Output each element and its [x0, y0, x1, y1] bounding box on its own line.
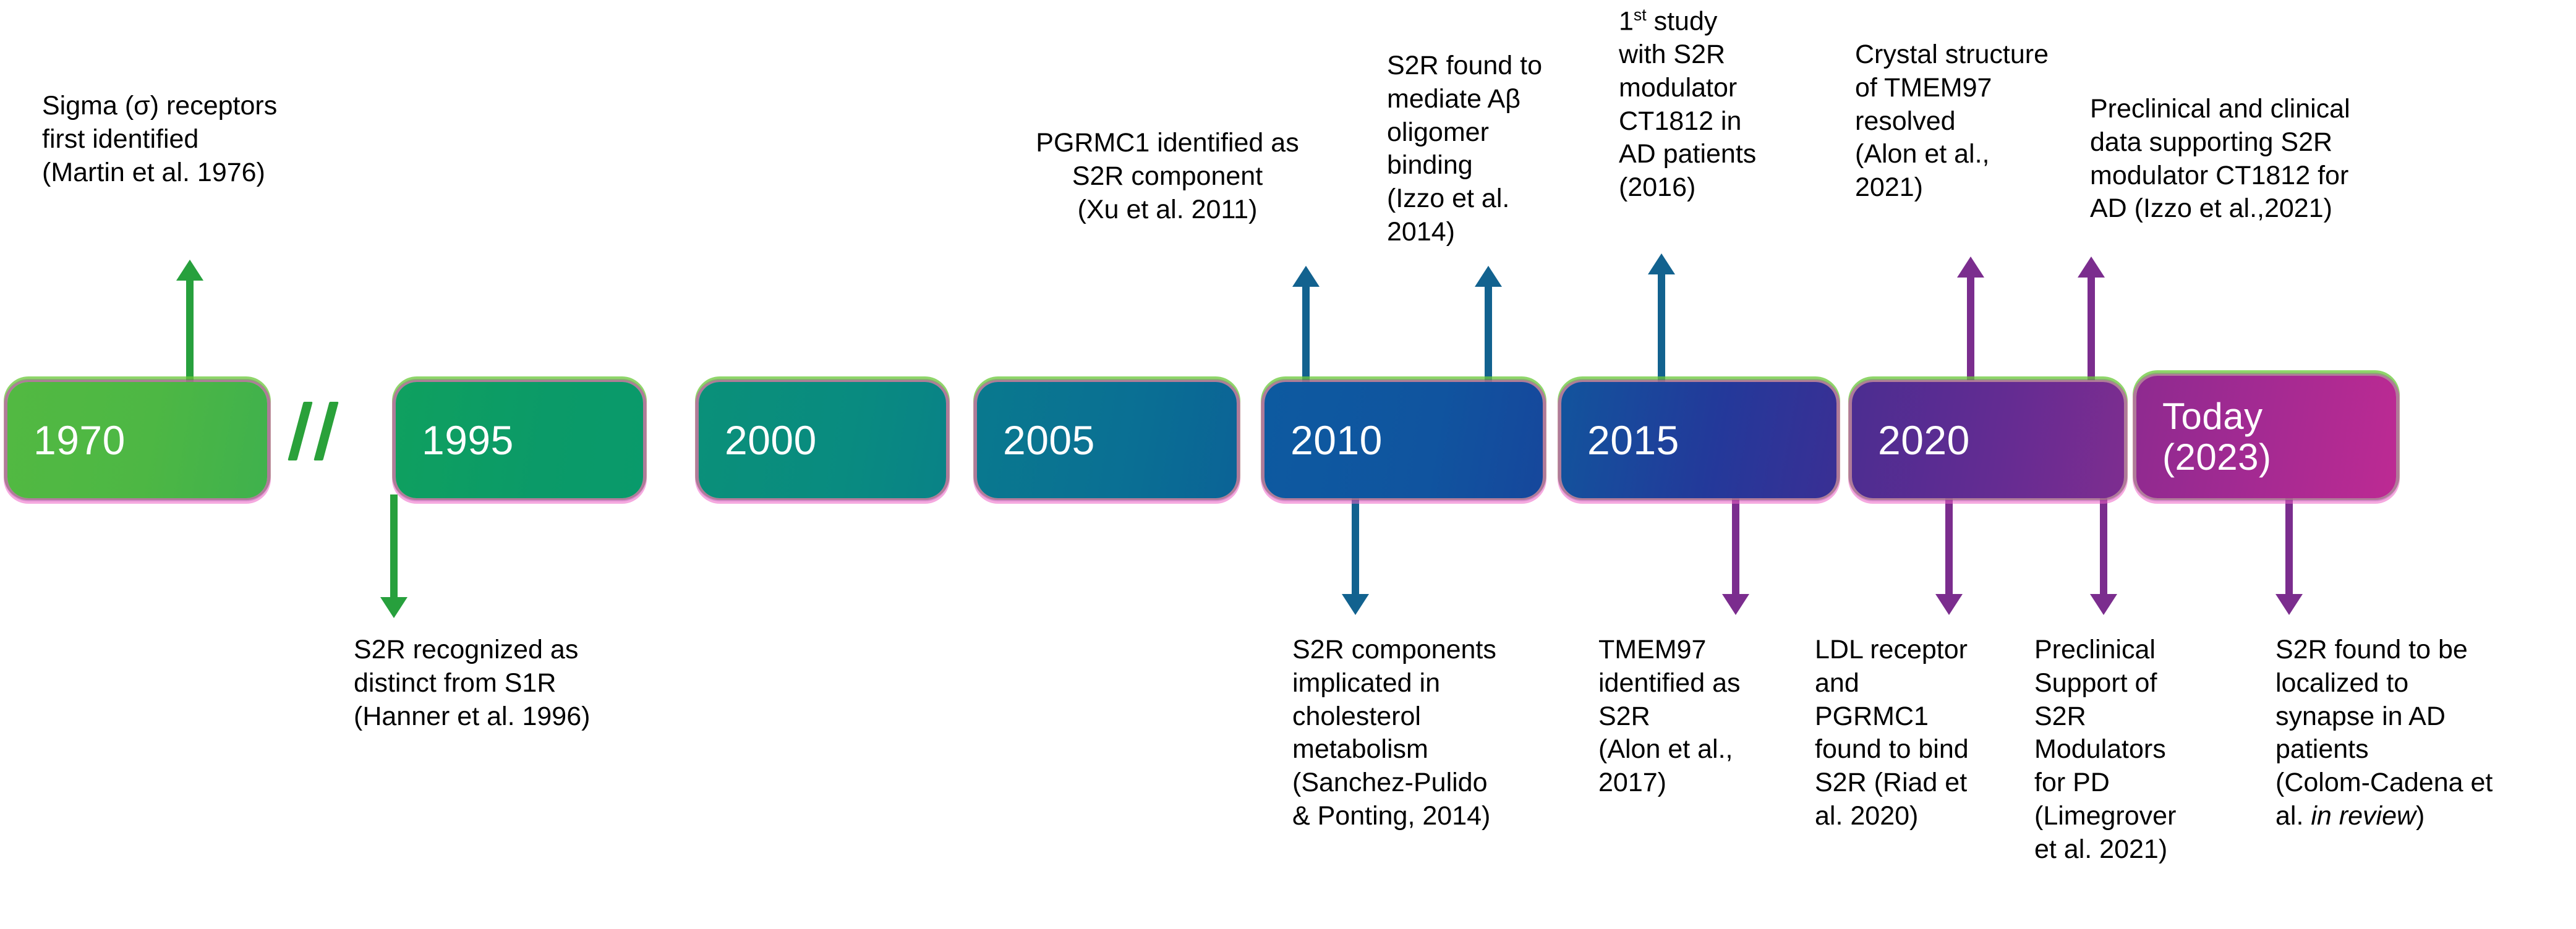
arrow-down-in-review [2275, 494, 2303, 615]
timeline-box-label: 2010 [1290, 417, 1383, 463]
arrow-down-2021-pd [2090, 491, 2117, 615]
arrow-up-2011 [1292, 266, 1320, 383]
note-martin-1976: Sigma (σ) receptors first identified (Ma… [42, 91, 278, 187]
timeline-box-label: 2000 [725, 417, 817, 463]
note-colom-cadena-in-review: S2R found to be localized to synapse in … [2275, 634, 2576, 833]
timeline-box-2000[interactable]: 2000 [699, 382, 946, 498]
note-body: S2R found to be localized to synapse in … [2275, 635, 2493, 831]
note-tail: ) [2416, 800, 2425, 831]
note-ordinal: 1 [1619, 6, 1634, 36]
arrow-down-2017 [1722, 488, 1749, 615]
arrow-down-2020 [1935, 491, 1963, 615]
note-body: study with S2R modulator CT1812 in AD pa… [1619, 6, 1757, 203]
note-first-study-2016: 1st study with S2R modulator CT1812 in A… [1619, 5, 1829, 205]
note-ordinal-suffix: st [1633, 6, 1647, 24]
note-xu-2011: PGRMC1 identified as S2R component (Xu e… [1036, 128, 1299, 224]
timeline-box-label: 2015 [1587, 417, 1679, 463]
note-alon-2021-crystal: Crystal structure of TMEM97 resolved (Al… [1855, 40, 2049, 202]
arrow-up-2021-crystal [1957, 257, 1984, 380]
timeline-box-label: 1970 [33, 417, 126, 463]
timeline-box-today[interactable]: Today (2023) [2136, 376, 2396, 498]
timeline-box-2005[interactable]: 2005 [977, 382, 1237, 498]
arrow-up-2021-clinical [2078, 257, 2105, 380]
note-alon-2017: TMEM97 identified as S2R (Alon et al., 2… [1598, 635, 1741, 797]
timeline-box-label: 2005 [1003, 417, 1095, 463]
arrow-up-1970 [176, 260, 203, 383]
note-limegrover-2021: Preclinical Support of S2R Modulators fo… [2034, 635, 2177, 864]
arrow-down-2014 [1342, 491, 1369, 615]
timeline-box-1995[interactable]: 1995 [396, 382, 643, 498]
note-sanchez-pulido-2014: S2R components implicated in cholesterol… [1292, 635, 1496, 831]
note-hanner-1996: S2R recognized as distinct from S1R (Han… [354, 635, 591, 731]
timeline-box-label: Today (2023) [2162, 396, 2272, 478]
note-izzo-2021-clinical: Preclinical and clinical data supporting… [2090, 94, 2350, 224]
note-riad-2020: LDL receptor and PGRMC1 found to bind S2… [1815, 635, 1969, 831]
arrow-up-2016 [1648, 253, 1675, 383]
timeline-box-2015[interactable]: 2015 [1561, 382, 1836, 498]
timeline-box-2020[interactable]: 2020 [1852, 382, 2124, 498]
timeline-break-icon [288, 402, 357, 470]
timeline-box-1970[interactable]: 1970 [7, 382, 267, 498]
timeline-box-label: 1995 [422, 417, 514, 463]
note-izzo-2014: S2R found to mediate Aβ oligomer binding… [1387, 51, 1543, 247]
timeline-box-2010[interactable]: 2010 [1265, 382, 1543, 498]
arrow-down-1995 [380, 494, 407, 618]
timeline-box-label: 2020 [1878, 417, 1970, 463]
note-italic-phrase: in review [2311, 800, 2416, 831]
arrow-up-2014 [1475, 266, 1502, 383]
